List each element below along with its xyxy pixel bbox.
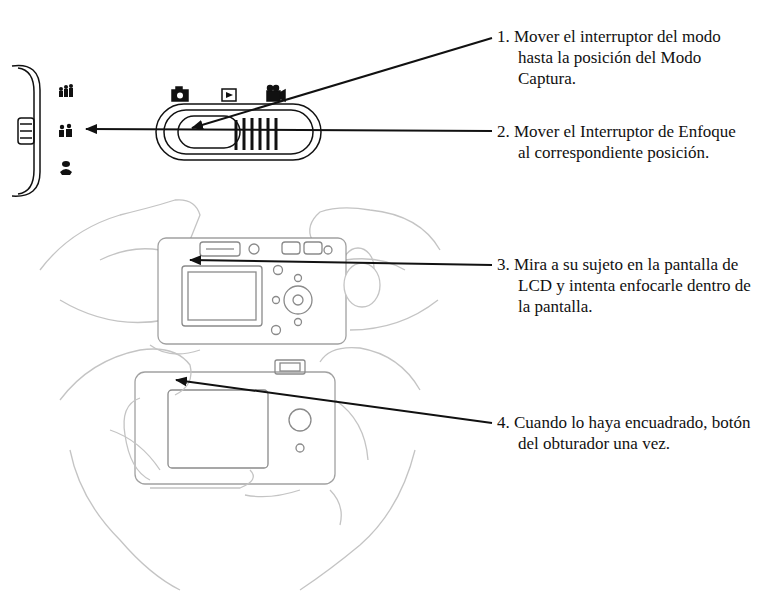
- leader-lines: [86, 38, 492, 423]
- camera-shooting-view: [60, 348, 420, 590]
- leader-line: [86, 129, 492, 131]
- focus-switch: [12, 66, 73, 197]
- camera-back-view: [40, 200, 440, 354]
- callout-text: 3. Mira a su sujeto en la pantalla de LC…: [497, 254, 752, 317]
- leader-line: [190, 260, 492, 265]
- callout-text: 2. Mover el Interruptor de Enfoque al co…: [497, 121, 752, 163]
- callout-text: 4. Cuando lo haya encuadrado, botón del …: [497, 412, 752, 454]
- callout-text: 1. Mover el interruptor del modo hasta l…: [497, 26, 752, 89]
- leader-line: [192, 38, 492, 128]
- leader-line: [176, 380, 492, 423]
